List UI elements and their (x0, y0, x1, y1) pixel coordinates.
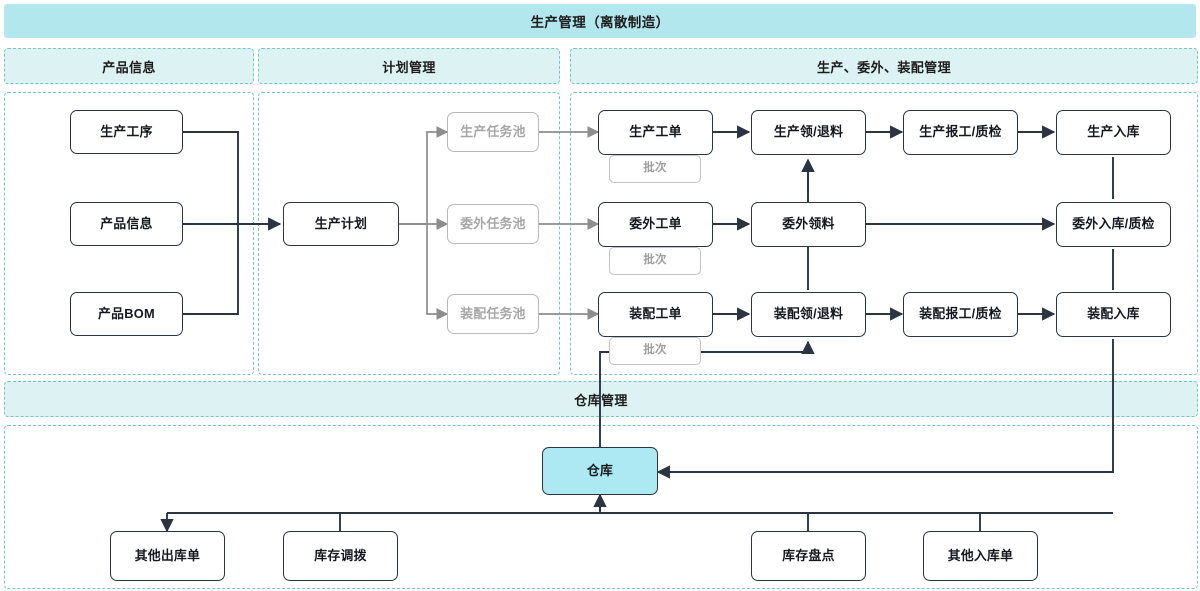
node-product-bom[interactable]: 产品BOM (70, 292, 183, 336)
node-stock-in-production[interactable]: 生产入库 (1056, 110, 1171, 155)
page-title: 生产管理（离散制造） (4, 4, 1196, 38)
node-other-inbound[interactable]: 其他入库单 (923, 531, 1038, 581)
node-pool-outsource[interactable]: 委外任务池 (447, 204, 539, 244)
node-work-order-assembly[interactable]: 装配工单 (598, 292, 713, 337)
node-report-qc-production[interactable]: 生产报工/质检 (903, 110, 1018, 155)
node-process[interactable]: 生产工序 (70, 110, 183, 154)
node-stock-in-assembly[interactable]: 装配入库 (1056, 292, 1171, 337)
node-report-qc-assembly[interactable]: 装配报工/质检 (903, 292, 1018, 337)
node-pick-return-production[interactable]: 生产领/退料 (751, 110, 866, 155)
node-stock-transfer[interactable]: 库存调拨 (283, 531, 398, 581)
node-pick-material-outsource[interactable]: 委外领料 (751, 202, 866, 247)
section-header-product-info: 产品信息 (4, 48, 254, 84)
node-production-plan[interactable]: 生产计划 (283, 202, 399, 246)
node-stock-in-qc-outsource[interactable]: 委外入库/质检 (1056, 202, 1171, 247)
node-pool-production[interactable]: 生产任务池 (447, 112, 539, 152)
node-warehouse[interactable]: 仓库 (542, 447, 658, 495)
node-batch-production[interactable]: 批次 (609, 155, 701, 183)
node-work-order-outsource[interactable]: 委外工单 (598, 202, 713, 247)
section-body-product-info (4, 92, 254, 375)
section-header-plan-mgmt: 计划管理 (258, 48, 560, 84)
node-pool-assembly[interactable]: 装配任务池 (447, 294, 539, 334)
node-stocktake[interactable]: 库存盘点 (751, 531, 866, 581)
node-batch-assembly[interactable]: 批次 (609, 337, 701, 365)
section-header-warehouse-mgmt: 仓库管理 (4, 381, 1198, 417)
node-pick-return-assembly[interactable]: 装配领/退料 (751, 292, 866, 337)
node-work-order-production[interactable]: 生产工单 (598, 110, 713, 155)
section-body-plan-mgmt (258, 92, 560, 375)
node-product-info[interactable]: 产品信息 (70, 202, 183, 246)
node-batch-outsource[interactable]: 批次 (609, 247, 701, 275)
node-other-outbound[interactable]: 其他出库单 (110, 531, 225, 581)
section-header-prod-out-asm: 生产、委外、装配管理 (570, 48, 1198, 84)
